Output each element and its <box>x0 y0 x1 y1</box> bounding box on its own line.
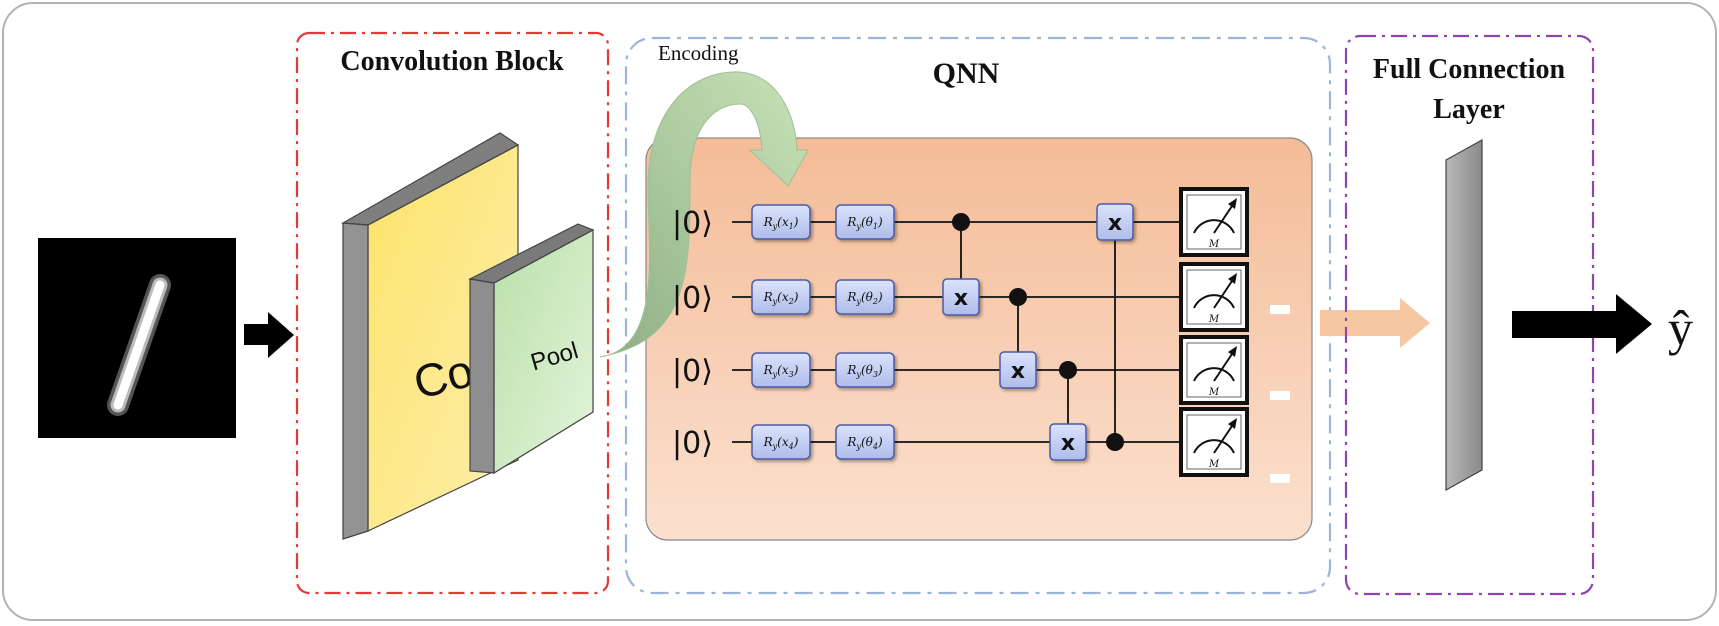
rotation-gate-label-rot-arg: (θ <box>861 435 874 449</box>
pool-layer-block: Pool <box>468 223 595 475</box>
rotation-gate-label-rot-gate: R <box>846 363 856 377</box>
convolution-block-border <box>295 31 610 595</box>
rotation-gate-label-rot-arg: (θ <box>861 363 874 377</box>
encoding-gate-label-enc-gate: R <box>763 290 773 304</box>
encoding-gate-label-enc-gate: R <box>763 363 773 377</box>
output-label: ŷ <box>1668 300 1693 356</box>
encoding-label: Encoding <box>658 41 739 65</box>
rotation-gate-label-rot-sub: y <box>855 370 861 379</box>
rotation-gate-label-close-paren: ) <box>877 215 883 229</box>
encoding-gate-label: Ry(x2) <box>763 290 799 306</box>
rotation-gate-label-rot-gate: R <box>846 290 856 304</box>
qubit-ket: |0⟩ <box>672 426 713 461</box>
rotation-gate-label-close-paren: ) <box>877 435 883 449</box>
encoding-gate-ry-x3: Ry(x3) <box>751 352 811 388</box>
cnot-gate-1: x <box>942 213 980 316</box>
rotation-gate-label-rot-sub: y <box>855 442 861 451</box>
rotation-gate-label: Ry(θ4) <box>846 435 883 451</box>
rotation-gate-label-rot-idx: 2 <box>872 297 878 306</box>
rotation-gate-ry-theta1: Ry(θ1) <box>835 204 895 240</box>
rotation-gate-label-rot-arg: (θ <box>861 290 874 304</box>
rotation-gate-label-rot-gate: R <box>846 215 856 229</box>
measurement-meter-icon: M <box>1179 262 1249 332</box>
encoding-gate-label-enc-sub: y <box>772 297 778 306</box>
encoding-gate-label-enc-gate: R <box>763 215 773 229</box>
rotation-gate-label-rot-idx: 4 <box>872 442 878 451</box>
meter-label: M <box>1208 387 1220 398</box>
encoding-arrow <box>599 71 809 358</box>
meter-label: M <box>1208 239 1220 250</box>
qubit-ket: |0⟩ <box>672 354 713 389</box>
rotation-gate-label-rot-gate: R <box>846 435 856 449</box>
fc-title-line2: Layer <box>1433 94 1505 125</box>
encoding-gate-label-enc-idx: 4 <box>788 442 794 451</box>
encoding-gate-label-enc-idx: 2 <box>788 297 794 306</box>
cnot-gate-4: x <box>1096 203 1134 451</box>
encoding-gate-ry-x2: Ry(x2) <box>751 279 811 315</box>
encoding-gate-ry-x4: Ry(x4) <box>751 424 811 460</box>
fc-layer-slab <box>1445 138 1483 492</box>
measurement-meter-icon: M <box>1179 187 1249 257</box>
output-arrow <box>1512 294 1652 354</box>
qnn-title: QNN <box>933 57 1000 90</box>
rotation-gate-label: Ry(θ3) <box>846 363 883 379</box>
qnn-to-fc-arrow <box>1320 298 1430 348</box>
meter-label: M <box>1208 314 1220 325</box>
encoding-gate-label-close-paren: ) <box>793 435 799 449</box>
encoding-gate-label-close-paren: ) <box>793 363 799 377</box>
encoding-gate-label-enc-arg: (x <box>777 290 789 304</box>
meter-label: M <box>1208 459 1220 470</box>
cnot-control-dot <box>1059 361 1077 379</box>
convolution-block-title: Convolution Block <box>340 46 564 77</box>
cnot-target-label: x <box>1108 211 1122 236</box>
fc-title-line1: Full Connection <box>1373 54 1566 85</box>
rotation-gate-label-rot-idx: 3 <box>873 370 878 379</box>
encoding-gate-label-close-paren: ) <box>793 215 799 229</box>
measurement-meter-icon: M <box>1179 335 1249 405</box>
encoding-gate-label-enc-gate: R <box>763 435 773 449</box>
cnot-gate-3: x <box>1049 361 1087 461</box>
encoding-gate-label: Ry(x4) <box>763 435 799 451</box>
encoding-gate-ry-x1: Ry(x1) <box>751 204 811 240</box>
cnot-control-dot <box>1009 288 1027 306</box>
encoding-gate-label-enc-idx: 3 <box>789 370 794 379</box>
encoding-gate-label-enc-sub: y <box>772 442 778 451</box>
rotation-gate-label-rot-arg: (θ <box>861 215 874 229</box>
quantum-circuit: |0⟩Ry(x1)Ry(θ1)M|0⟩Ry(x2)Ry(θ2)M|0⟩Ry(x3… <box>672 187 1249 477</box>
cnot-control-dot <box>1106 433 1124 451</box>
cnot-target-label: x <box>954 286 968 311</box>
encoding-gate-label-enc-arg: (x <box>777 435 789 449</box>
rotation-gate-ry-theta4: Ry(θ4) <box>835 424 895 460</box>
encoding-gate-label-enc-idx: 1 <box>789 222 794 231</box>
encoding-gate-label-enc-arg: (x <box>777 363 789 377</box>
input-image <box>38 238 236 438</box>
rotation-gate-label-rot-sub: y <box>855 222 861 231</box>
encoding-gate-label-close-paren: ) <box>793 290 799 304</box>
encoding-gate-label-enc-sub: y <box>772 370 778 379</box>
qubit-ket: |0⟩ <box>672 206 713 241</box>
input-arrow <box>244 312 294 358</box>
rotation-gate-ry-theta2: Ry(θ2) <box>835 279 895 315</box>
encoding-gate-label: Ry(x1) <box>763 215 799 231</box>
rotation-gate-label-rot-sub: y <box>855 297 861 306</box>
cnot-target-label: x <box>1011 359 1025 384</box>
measurement-meter-icon: M <box>1179 407 1249 477</box>
rotation-gate-label: Ry(θ2) <box>846 290 883 306</box>
rotation-gate-ry-theta3: Ry(θ3) <box>835 352 895 388</box>
qubit-ket: |0⟩ <box>672 281 713 316</box>
rotation-gate-label: Ry(θ1) <box>846 215 883 231</box>
cnot-gate-2: x <box>999 288 1037 389</box>
output-dashes <box>1270 305 1290 483</box>
rotation-gate-label-close-paren: ) <box>877 290 883 304</box>
cnot-control-dot <box>952 213 970 231</box>
encoding-gate-label: Ry(x3) <box>763 363 799 379</box>
rotation-gate-label-close-paren: ) <box>877 363 883 377</box>
encoding-gate-label-enc-sub: y <box>772 222 778 231</box>
encoding-gate-label-enc-arg: (x <box>777 215 789 229</box>
cnot-target-label: x <box>1061 431 1075 456</box>
rotation-gate-label-rot-idx: 1 <box>873 222 878 231</box>
